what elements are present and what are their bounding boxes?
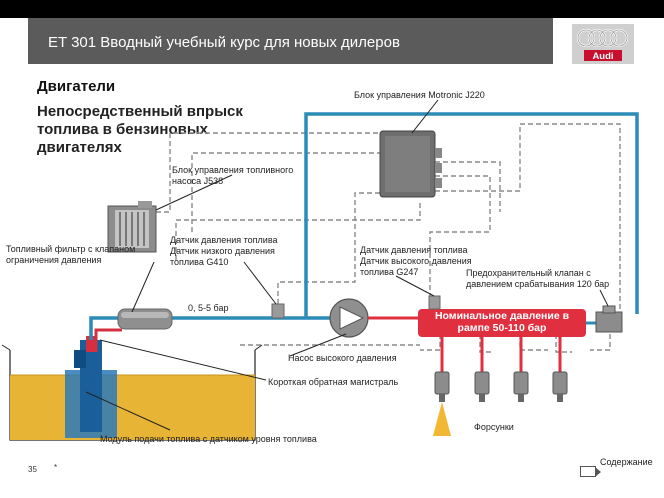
pressure-relief-valve: [586, 305, 623, 333]
fuel-filter: [117, 308, 173, 330]
fuel-pump-control-unit: [107, 201, 157, 253]
page-number: 35: [28, 465, 37, 474]
return-line: [94, 328, 122, 352]
svg-text:Audi: Audi: [592, 51, 613, 62]
label-return-line: Короткая обратная магистраль: [268, 377, 399, 387]
label-low-pressure-value: 0, 5-5 бар: [188, 303, 229, 313]
spray-cone: [433, 402, 451, 436]
top-black-bar: [0, 0, 664, 18]
label-low-pressure-sensor: Датчик давления топлива Датчик низкого д…: [170, 235, 278, 267]
motronic-control-unit: [379, 130, 442, 198]
page-subtitle: Непосредственный впрыск топлива в бензин…: [37, 103, 243, 156]
contents-arrow-icon[interactable]: [580, 466, 601, 477]
fuel-tank: [1, 344, 263, 441]
header-bar: ET 301 Вводный учебный курс для новых ди…: [28, 18, 553, 64]
section-title: Двигатели: [37, 78, 116, 95]
fuel-rail: [418, 309, 586, 337]
label-injectors: Форсунки: [474, 422, 514, 432]
contents-link[interactable]: Содержание: [600, 457, 653, 467]
fuel-delivery-module: [65, 336, 117, 438]
footer-marker: *: [54, 463, 58, 472]
label-fuel-filter: Топливный фильтр с клапаном ограничения …: [6, 244, 136, 265]
rail-pressure-label: Номинальное давление в рампе 50-110 бар: [434, 310, 570, 334]
low-pressure-line: [89, 112, 639, 340]
header-title: ET 301 Вводный учебный курс для новых ди…: [48, 34, 400, 51]
injectors: [433, 337, 568, 436]
high-pressure-sensor: [428, 295, 441, 310]
low-pressure-sensor: [271, 303, 285, 319]
high-pressure-pump: [329, 298, 369, 338]
label-fuel-module: Модуль подачи топлива с датчиком уровня …: [100, 434, 317, 444]
signal-wires: [156, 123, 621, 353]
label-pump-control-unit: Блок управления топливного насоса J538: [172, 165, 294, 186]
injector: [440, 337, 562, 372]
label-relief-valve: Предохранительный клапан с давлением сра…: [466, 268, 610, 289]
label-high-pressure-sensor: Датчик давления топлива Датчик высокого …: [360, 245, 472, 277]
audi-logo: Audi: [572, 24, 634, 64]
label-high-pressure-pump: Насос высокого давления: [288, 353, 397, 363]
label-motronic: Блок управления Motronic J220: [354, 90, 485, 100]
